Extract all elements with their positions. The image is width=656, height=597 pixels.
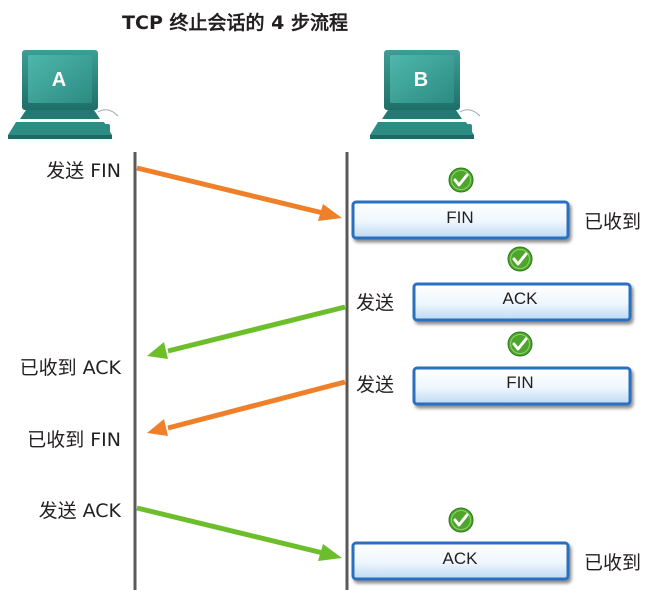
- event-send-ack-a: 发送 ACK: [39, 500, 122, 522]
- check-icon: [448, 167, 474, 193]
- arrow-ack-a-to-b: [136, 505, 342, 561]
- event-received-ack-a: 已收到 ACK: [20, 357, 122, 379]
- segment-box-fin-send: FIN: [412, 366, 632, 406]
- side-label-send-ack: 发送: [356, 292, 394, 314]
- computer-b-icon: B: [370, 50, 481, 139]
- arrow-ack-b-to-a: [147, 304, 346, 359]
- segment-box-ack-received: ACK: [351, 541, 570, 581]
- segment-label: FIN: [506, 373, 533, 392]
- side-label-received-ack: 已收到: [584, 552, 641, 574]
- diagram-title: TCP 终止会话的 4 步流程: [122, 11, 348, 34]
- event-received-fin-a: 已收到 FIN: [27, 429, 121, 451]
- host-a-label: A: [52, 69, 66, 91]
- computer-a-icon: A: [8, 50, 119, 139]
- arrow-fin-a-to-b: [136, 165, 342, 221]
- arrow-fin-b-to-a: [147, 379, 346, 436]
- check-icon: [448, 507, 474, 533]
- segment-box-ack-send: ACK: [412, 282, 632, 322]
- segment-label: FIN: [446, 208, 473, 227]
- event-send-fin-a: 发送 FIN: [46, 160, 121, 182]
- check-icon: [507, 246, 533, 272]
- segment-box-fin-received: FIN: [351, 200, 570, 240]
- side-label-send-fin: 发送: [356, 374, 394, 396]
- segment-label: ACK: [503, 289, 539, 308]
- segment-label: ACK: [443, 549, 479, 568]
- host-b-label: B: [414, 69, 428, 91]
- side-label-received-fin: 已收到: [584, 211, 641, 233]
- check-icon: [507, 331, 533, 357]
